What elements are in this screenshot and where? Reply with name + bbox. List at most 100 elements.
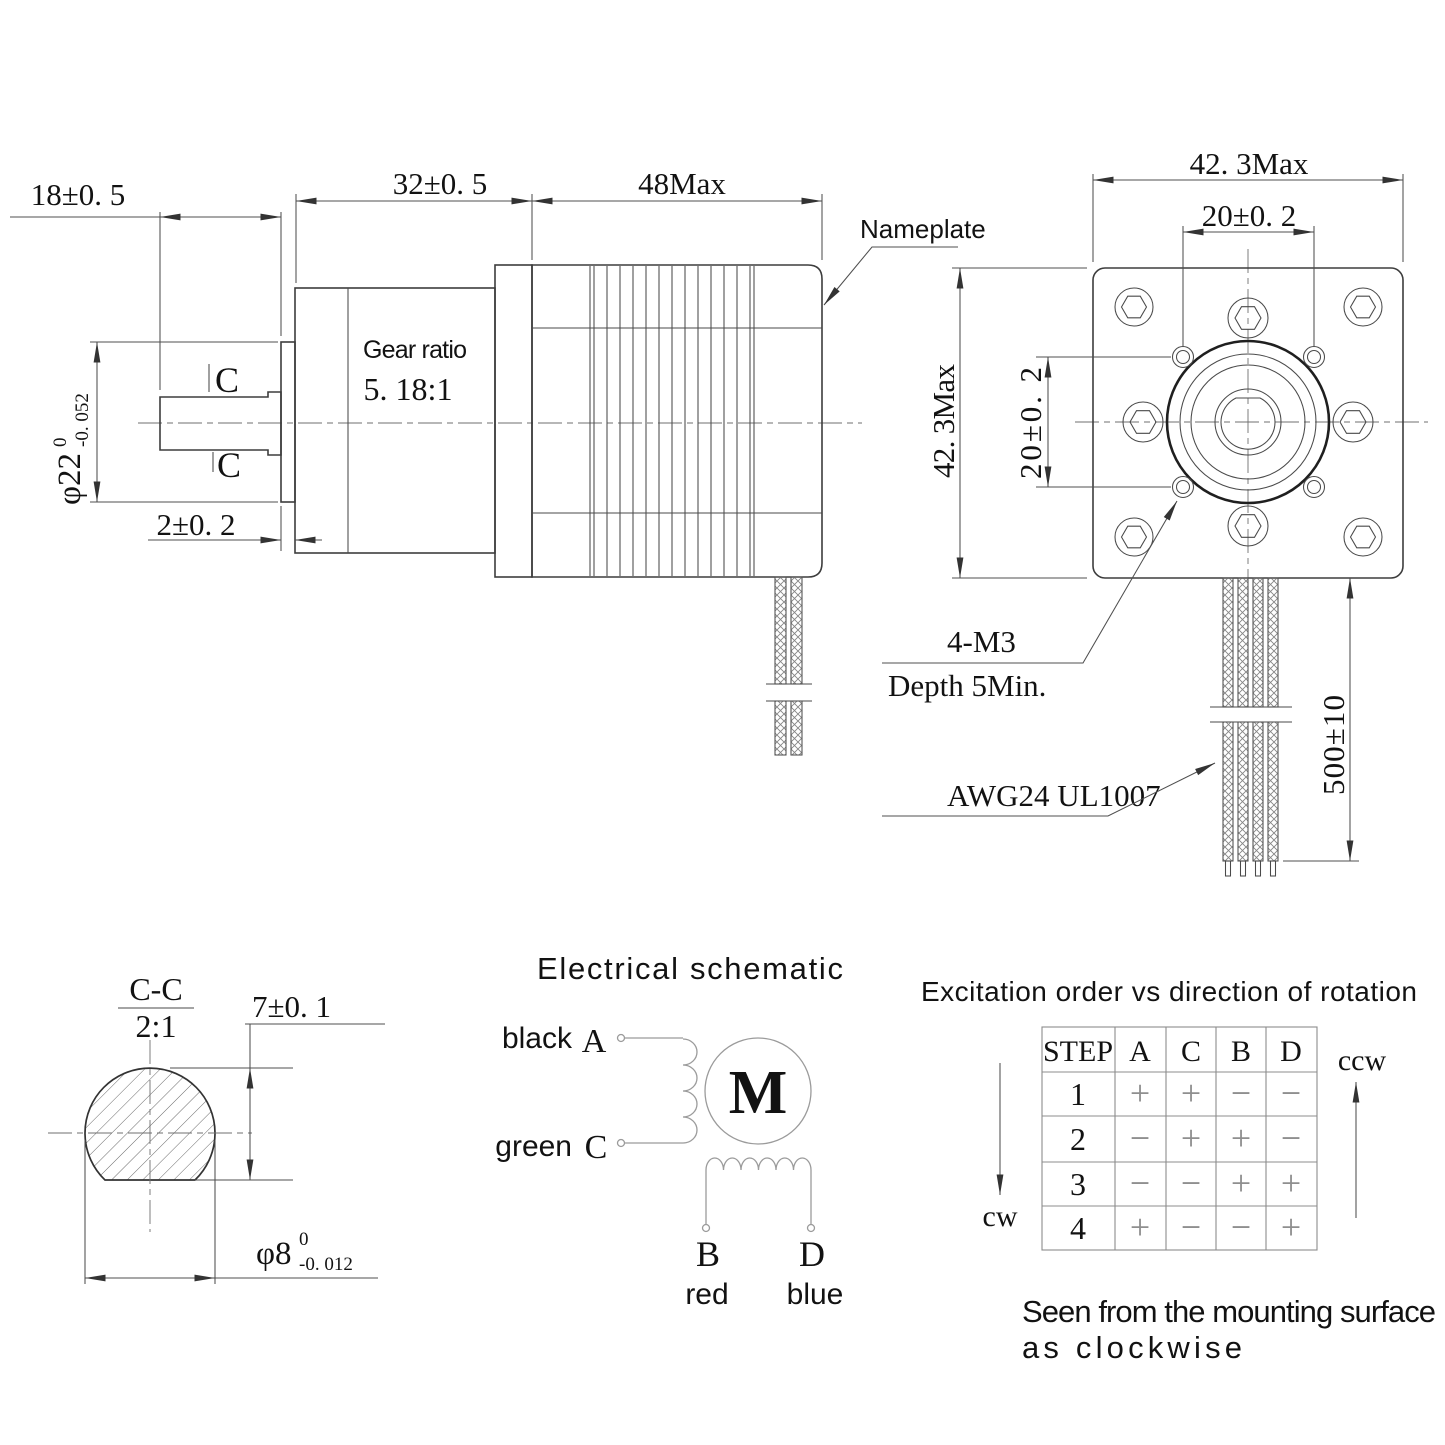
m3-tapped-hole bbox=[1171, 345, 1195, 369]
excitation-section: Excitation order vs direction of rotatio… bbox=[921, 976, 1436, 1365]
section-label: C-C bbox=[129, 971, 182, 1007]
nameplate-leader bbox=[823, 246, 958, 306]
cell-4b: − bbox=[1231, 1207, 1251, 1247]
m3-tapped-hole bbox=[1171, 475, 1195, 499]
m3-tapped-hole bbox=[1302, 475, 1326, 499]
dim-flange-height: 42. 3Max bbox=[926, 364, 961, 479]
dim-hole-spacing-h: 20±0. 2 bbox=[1202, 198, 1297, 233]
shaft-hub bbox=[1214, 388, 1282, 456]
ccw-label: ccw bbox=[1338, 1044, 1387, 1077]
shaft-with-flat bbox=[1220, 397, 1276, 450]
cell-1b: − bbox=[1231, 1073, 1251, 1113]
cell-3d: + bbox=[1281, 1163, 1301, 1203]
pilot-boss bbox=[280, 341, 296, 503]
wire-spec-leader bbox=[882, 762, 1216, 817]
cell-3a: − bbox=[1130, 1163, 1150, 1203]
front-view: 42. 3Max 20±0. 2 42. 3Max 20±0. 2 500±10… bbox=[882, 146, 1428, 877]
corner-screw bbox=[1343, 287, 1383, 327]
electrical-schematic: Electrical schematic black A green C M B… bbox=[495, 951, 843, 1311]
dim-hole-spacing-v: 20±0. 2 bbox=[1013, 367, 1048, 479]
note-line1: Seen from the mounting surface bbox=[1022, 1294, 1436, 1329]
cell-4c: − bbox=[1181, 1207, 1201, 1247]
gear-ratio-value: 5. 18:1 bbox=[364, 371, 453, 407]
cell-3c: − bbox=[1181, 1163, 1201, 1203]
terminal-a bbox=[616, 1033, 626, 1043]
phase-c-label: C bbox=[585, 1129, 608, 1166]
thread-leader bbox=[882, 500, 1178, 664]
dim-flat-height: 7±0. 1 bbox=[252, 989, 331, 1024]
corner-screw bbox=[1114, 287, 1154, 327]
step-4: 4 bbox=[1070, 1210, 1086, 1246]
phase-a-label: A bbox=[582, 1023, 607, 1060]
step-3: 3 bbox=[1070, 1166, 1086, 1202]
thread-depth: Depth 5Min. bbox=[888, 668, 1046, 703]
winding-bd bbox=[705, 1157, 812, 1171]
step-2: 2 bbox=[1070, 1121, 1086, 1157]
col-header-d: D bbox=[1280, 1035, 1302, 1068]
dim-shaft-dia: φ8 bbox=[256, 1236, 292, 1272]
svg-text:-0. 012: -0. 012 bbox=[299, 1254, 353, 1275]
gearbox-body bbox=[294, 287, 496, 554]
thread-callout: 4-M3 bbox=[947, 624, 1016, 659]
wire-spec-label: AWG24 UL1007 bbox=[947, 778, 1161, 813]
excitation-title: Excitation order vs direction of rotatio… bbox=[921, 976, 1417, 1007]
cell-1a: + bbox=[1130, 1073, 1150, 1113]
motor-circle bbox=[704, 1037, 812, 1145]
cell-2c: + bbox=[1181, 1118, 1201, 1158]
phase-b-label: B bbox=[696, 1234, 720, 1274]
col-header-c: C bbox=[1181, 1035, 1201, 1068]
section-scale: 2:1 bbox=[136, 1008, 177, 1044]
phase-b-color: red bbox=[685, 1278, 728, 1311]
col-header-a: A bbox=[1129, 1035, 1151, 1068]
note-line2: as clockwise bbox=[1022, 1330, 1242, 1365]
corner-screw bbox=[1343, 517, 1383, 557]
schematic-title: Electrical schematic bbox=[537, 951, 843, 986]
front-view-dimensions: 42. 3Max 20±0. 2 42. 3Max 20±0. 2 500±10… bbox=[882, 146, 1404, 862]
section-dimensions: 7±0. 1 φ8 0 -0. 012 bbox=[84, 989, 385, 1284]
dim-shaft-length: 18±0. 5 bbox=[31, 177, 126, 212]
section-view-cc: C-C 2:1 7±0. 1 φ8 0 -0. 012 bbox=[48, 971, 385, 1284]
cell-2d: − bbox=[1281, 1118, 1301, 1158]
section-mark-bottom: C bbox=[217, 445, 241, 485]
motor-front-plate bbox=[494, 264, 533, 578]
dim-flange-width: 42. 3Max bbox=[1190, 146, 1309, 181]
nameplate-label: Nameplate bbox=[860, 214, 986, 244]
phase-a-color: black bbox=[502, 1022, 573, 1055]
dim-boss-depth: 2±0. 2 bbox=[156, 507, 235, 542]
dim-gearbox-length: 32±0. 5 bbox=[393, 166, 488, 201]
cell-3b: + bbox=[1231, 1163, 1251, 1203]
cell-2a: − bbox=[1130, 1118, 1150, 1158]
side-lead-wires bbox=[766, 576, 812, 756]
col-header-b: B bbox=[1231, 1035, 1251, 1068]
motor-symbol: M bbox=[729, 1059, 788, 1127]
cell-2b: + bbox=[1231, 1118, 1251, 1158]
phase-c-color: green bbox=[495, 1130, 572, 1163]
cell-4d: + bbox=[1281, 1207, 1301, 1247]
cell-1c: + bbox=[1181, 1073, 1201, 1113]
step-1: 1 bbox=[1070, 1076, 1086, 1112]
dim-boss-diameter: φ22 0 -0. 052 bbox=[50, 393, 93, 505]
dim-wire-length: 500±10 bbox=[1316, 695, 1351, 795]
cell-1d: − bbox=[1281, 1073, 1301, 1113]
motor-body bbox=[531, 264, 823, 578]
motor-fins bbox=[589, 266, 755, 576]
svg-text:500±10: 500±10 bbox=[1316, 695, 1351, 795]
m3-tapped-hole bbox=[1302, 345, 1326, 369]
terminal-b bbox=[701, 1223, 711, 1233]
svg-text:0: 0 bbox=[50, 438, 71, 448]
svg-text:42. 3Max: 42. 3Max bbox=[926, 364, 961, 479]
dim-motor-length: 48Max bbox=[638, 166, 726, 201]
cw-label: cw bbox=[983, 1200, 1018, 1233]
terminal-d bbox=[806, 1223, 816, 1233]
corner-screw bbox=[1114, 517, 1154, 557]
gear-ratio-label: Gear ratio bbox=[363, 336, 467, 364]
svg-text:-0. 052: -0. 052 bbox=[72, 393, 93, 447]
winding-ac bbox=[682, 1038, 698, 1144]
section-mark-top: C bbox=[215, 360, 239, 400]
col-header-step: STEP bbox=[1043, 1035, 1113, 1068]
side-view-dimensions: 18±0. 5 32±0. 5 48Max 2±0. 2 φ22 0 -0. 0… bbox=[10, 166, 986, 551]
svg-text:φ22: φ22 bbox=[52, 453, 88, 505]
pilot-circle bbox=[1165, 339, 1331, 505]
